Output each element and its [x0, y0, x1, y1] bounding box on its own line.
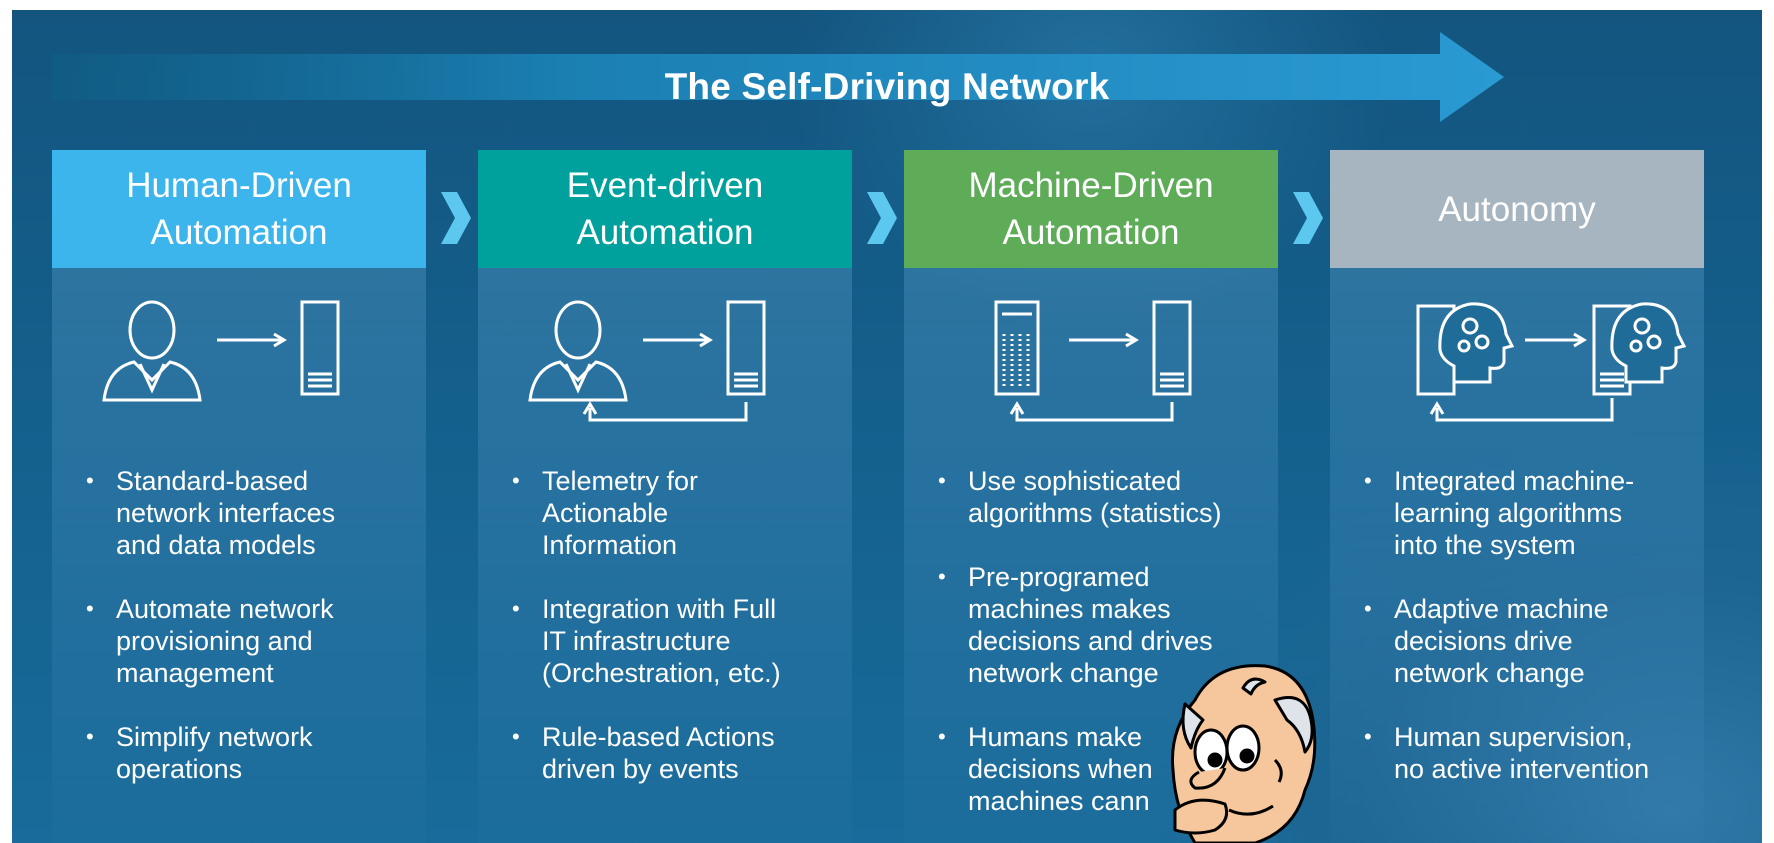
stage-title: Event-driven Automation	[566, 166, 764, 252]
bullet-item: •Humans make decisions when machines can…	[938, 722, 1153, 816]
stage-machine-driven: Machine-Driven Automation •Use sop	[904, 150, 1278, 843]
bullet-list: •Use sophisticated algorithms (statistic…	[932, 465, 1272, 843]
chevron-right-icon	[1293, 192, 1323, 244]
stage-title: Human-Driven Automation	[126, 166, 352, 252]
bullet-item: •Integrated machine- learning algorithms…	[1364, 466, 1635, 560]
stage-title: Autonomy	[1438, 189, 1596, 229]
bullet-item: •Automate network provisioning and manag…	[86, 594, 334, 688]
person-to-server-icon	[102, 300, 340, 402]
stage-header: Event-driven Automation	[478, 150, 852, 268]
chevron-right-icon	[867, 192, 897, 244]
bullet-item: •Simplify network operations	[86, 722, 313, 784]
stage-header: Human-Driven Automation	[52, 150, 426, 268]
bullet-list: •Integrated machine- learning algorithms…	[1358, 465, 1698, 817]
bullet-item: •Rule-based Actions driven by events	[512, 722, 775, 784]
stage-title: Machine-Driven Automation	[968, 166, 1214, 252]
cartoon-professor-mascot	[1170, 664, 1317, 843]
bullet-list: •Telemetry for Actionable Information •I…	[506, 465, 846, 817]
bullet-item: •Use sophisticated algorithms (statistic…	[938, 466, 1222, 528]
bullet-item: •Human supervision, no active interventi…	[1364, 722, 1650, 784]
diagram-title: The Self-Driving Network	[664, 66, 1110, 107]
bullet-item: •Standard-based network interfaces and d…	[86, 466, 336, 560]
server-to-server-loop-icon	[994, 300, 1192, 422]
bullet-item: •Adaptive machine decisions drive networ…	[1364, 594, 1609, 688]
bullet-item: •Pre-programed machines makes decisions …	[938, 562, 1213, 688]
bullet-list: •Standard-based network interfaces and d…	[80, 465, 420, 817]
stage-event-driven: Event-driven Automation •Telemetry for A…	[478, 150, 852, 843]
stage-autonomy: Autonomy	[1330, 150, 1704, 843]
chevron-right-icon	[441, 192, 471, 244]
stage-human-driven: Human-Driven Automation •Standard-based …	[52, 150, 426, 843]
bullet-item: •Telemetry for Actionable Information	[512, 466, 699, 560]
slide: The Self-Driving Network Human-Driven Au…	[12, 10, 1762, 843]
progress-arrow	[52, 32, 1504, 122]
stage-header: Machine-Driven Automation	[904, 150, 1278, 268]
stage-header: Autonomy	[1330, 150, 1704, 268]
ai-head-loop-icon	[1416, 302, 1687, 422]
person-server-loop-icon	[528, 300, 766, 422]
bullet-item: •Integration with Full IT infrastructure…	[512, 594, 781, 688]
